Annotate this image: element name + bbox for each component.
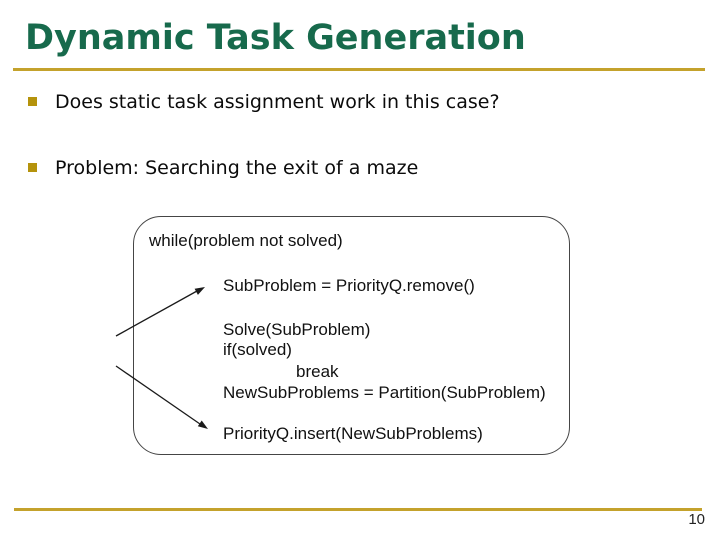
bullet-text: Does static task assignment work in this… <box>55 91 500 113</box>
code-line-solve: Solve(SubProblem) <box>223 320 371 339</box>
page-number: 10 <box>688 511 705 528</box>
title-underline <box>13 68 705 71</box>
code-line-remove: SubProblem = PriorityQ.remove() <box>223 276 475 295</box>
page-title: Dynamic Task Generation <box>25 18 526 58</box>
code-line-partition: NewSubProblems = Partition(SubProblem) <box>223 383 546 402</box>
square-bullet-icon <box>28 97 37 106</box>
square-bullet-icon <box>28 163 37 172</box>
code-line-if: if(solved) <box>223 340 292 359</box>
code-line-insert: PriorityQ.insert(NewSubProblems) <box>223 424 483 443</box>
bullet-text: Problem: Searching the exit of a maze <box>55 157 419 179</box>
pseudocode-box: while(problem not solved) SubProblem = P… <box>133 216 570 455</box>
footer-line <box>14 508 702 511</box>
list-item: Problem: Searching the exit of a maze <box>28 157 418 179</box>
code-line-while: while(problem not solved) <box>149 231 343 250</box>
code-line-break: break <box>296 362 339 381</box>
list-item: Does static task assignment work in this… <box>28 91 500 113</box>
